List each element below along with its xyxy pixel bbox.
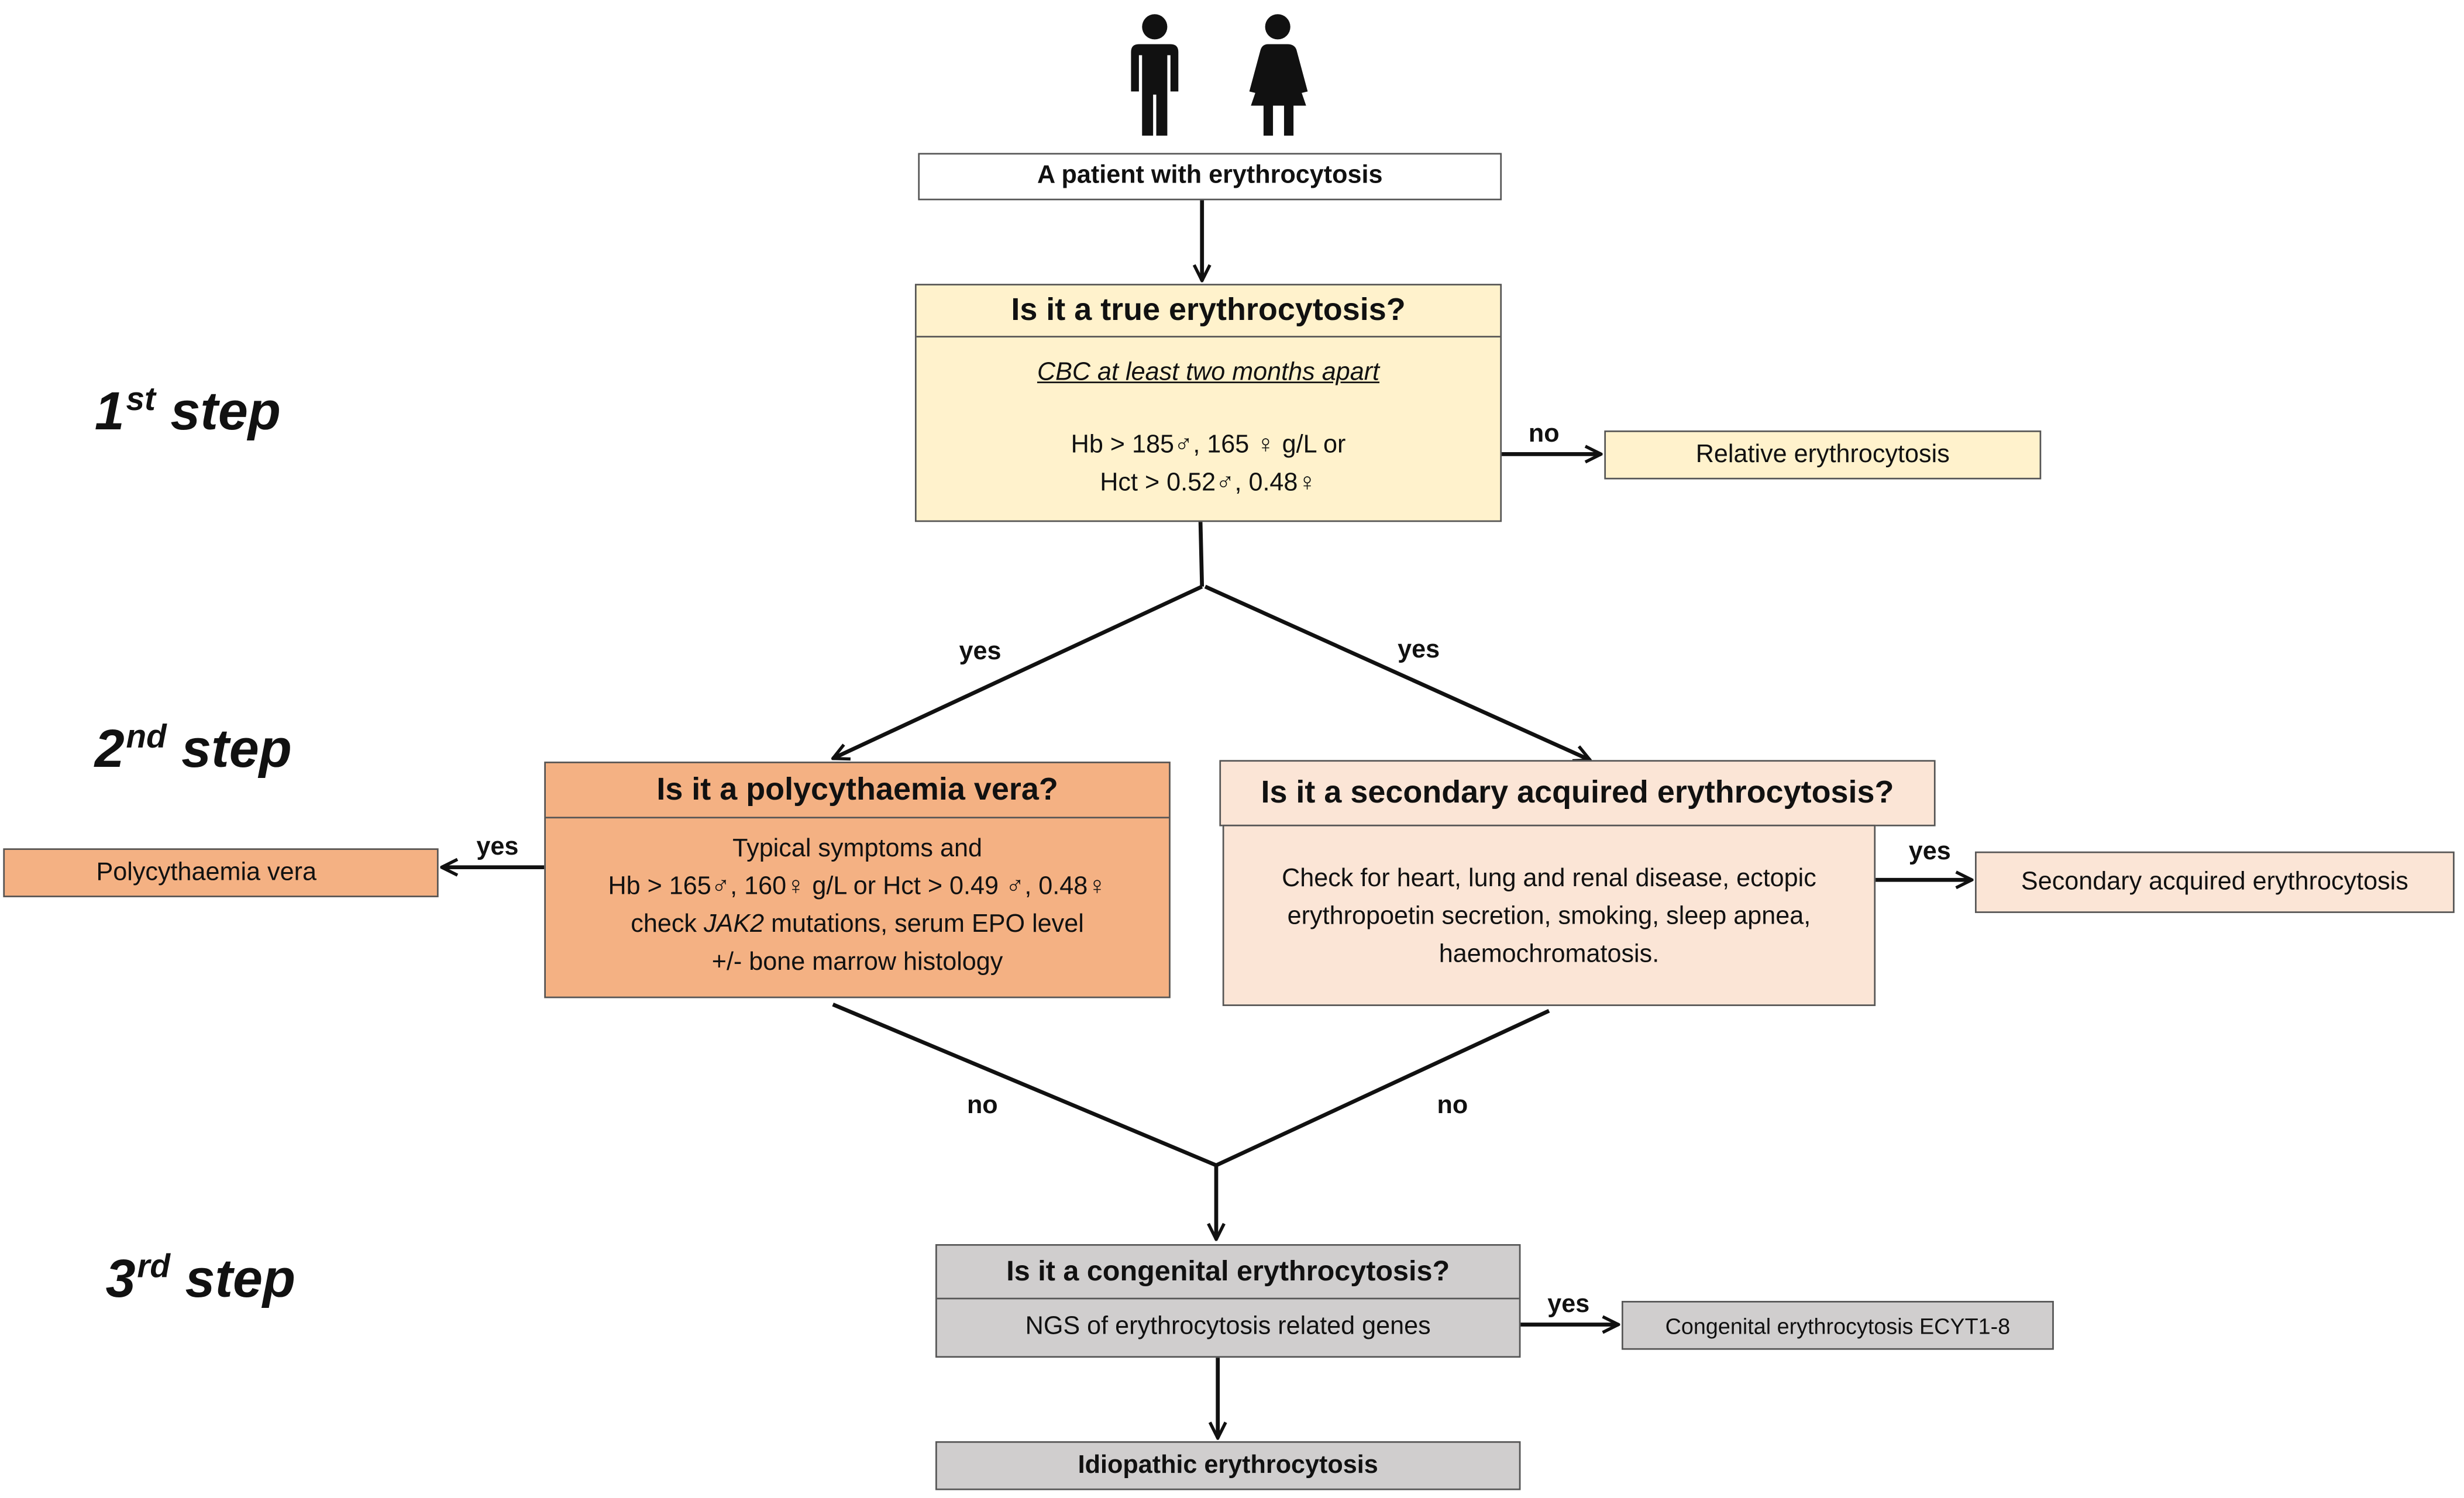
secondary-check-line-2: erythropoetin secretion, smoking, sleep … <box>1287 903 1811 931</box>
secondary-question-box: Is it a secondary acquired erythrocytosi… <box>1219 760 1936 827</box>
congenital-result-label: Congenital erythrocytosis ECYT1-8 <box>1665 1313 2011 1338</box>
congenital-question: Is it a congenital erythrocytosis? <box>937 1246 1519 1300</box>
secondary-check-line-3: haemochromatosis. <box>1439 941 1660 969</box>
cbc-test: CBC at least two months apart <box>1037 359 1380 387</box>
line-pv-down <box>832 1003 1217 1168</box>
edge-label-no-right: no <box>1437 1093 1468 1120</box>
polycythaemia-vera-box: Is it a polycythaemia vera? Typical symp… <box>544 762 1171 998</box>
secondary-question: Is it a secondary acquired erythrocytosi… <box>1261 774 1894 810</box>
secondary-acquired-result-label: Secondary acquired erythrocytosis <box>2021 868 2408 895</box>
polycythaemia-vera-question: Is it a polycythaemia vera? <box>545 763 1169 819</box>
relative-erythrocytosis-label: Relative erythrocytosis <box>1695 440 1950 468</box>
polycythaemia-vera-result-label: Polycythaemia vera <box>96 858 316 886</box>
male-person-icon <box>1131 14 1179 136</box>
edge-label-no-relative: no <box>1528 421 1560 448</box>
polycythaemia-vera-result: Polycythaemia vera <box>3 848 439 897</box>
pv-symptoms: Typical symptoms and <box>732 835 982 863</box>
idiopathic-box: Idiopathic erythrocytosis <box>935 1441 1521 1490</box>
edge-label-yes-pv: yes <box>476 834 519 861</box>
start-label: A patient with erythrocytosis <box>1037 162 1383 190</box>
relative-erythrocytosis-box: Relative erythrocytosis <box>1604 430 2042 480</box>
arrow-split-to-pv <box>833 584 1203 759</box>
congenital-box: Is it a congenital erythrocytosis? NGS o… <box>935 1244 1521 1358</box>
female-person-icon <box>1249 14 1308 136</box>
edge-label-yes-left: yes <box>959 638 1002 666</box>
secondary-check-line-1: Check for heart, lung and renal disease,… <box>1282 865 1816 893</box>
edge-label-yes-right: yes <box>1398 637 1440 664</box>
pv-marrow: +/- bone marrow histology <box>711 949 1003 976</box>
true-erythrocytosis-question: Is it a true erythrocytosis? <box>916 285 1501 338</box>
pv-thresholds: Hb > 165♂, 160♀ g/L or Hct > 0.49 ♂, 0.4… <box>608 873 1107 901</box>
edge-label-no-left: no <box>966 1093 998 1120</box>
edge-label-yes-congenital: yes <box>1547 1291 1590 1318</box>
secondary-acquired-result: Secondary acquired erythrocytosis <box>1975 851 2455 913</box>
idiopathic-label: Idiopathic erythrocytosis <box>1078 1451 1378 1479</box>
line-secondary-down <box>1215 1008 1550 1168</box>
line-q1-down <box>1198 520 1205 587</box>
hb-threshold: Hb > 185♂, 165 ♀ g/L or <box>1071 432 1346 459</box>
arrow-split-to-secondary <box>1204 584 1590 760</box>
pv-jak2-check: check JAK2 mutations, serum EPO level <box>631 911 1084 939</box>
ngs-test: NGS of erythrocytosis related genes <box>1025 1313 1431 1341</box>
start-box: A patient with erythrocytosis <box>918 153 1502 201</box>
congenital-result: Congenital erythrocytosis ECYT1-8 <box>1622 1301 2054 1350</box>
edge-label-yes-secondary: yes <box>1908 839 1951 866</box>
secondary-checks-box: Check for heart, lung and renal disease,… <box>1222 824 1876 1006</box>
hct-threshold: Hct > 0.52♂, 0.48♀ <box>1100 470 1317 497</box>
true-erythrocytosis-box: Is it a true erythrocytosis? CBC at leas… <box>914 284 1502 522</box>
